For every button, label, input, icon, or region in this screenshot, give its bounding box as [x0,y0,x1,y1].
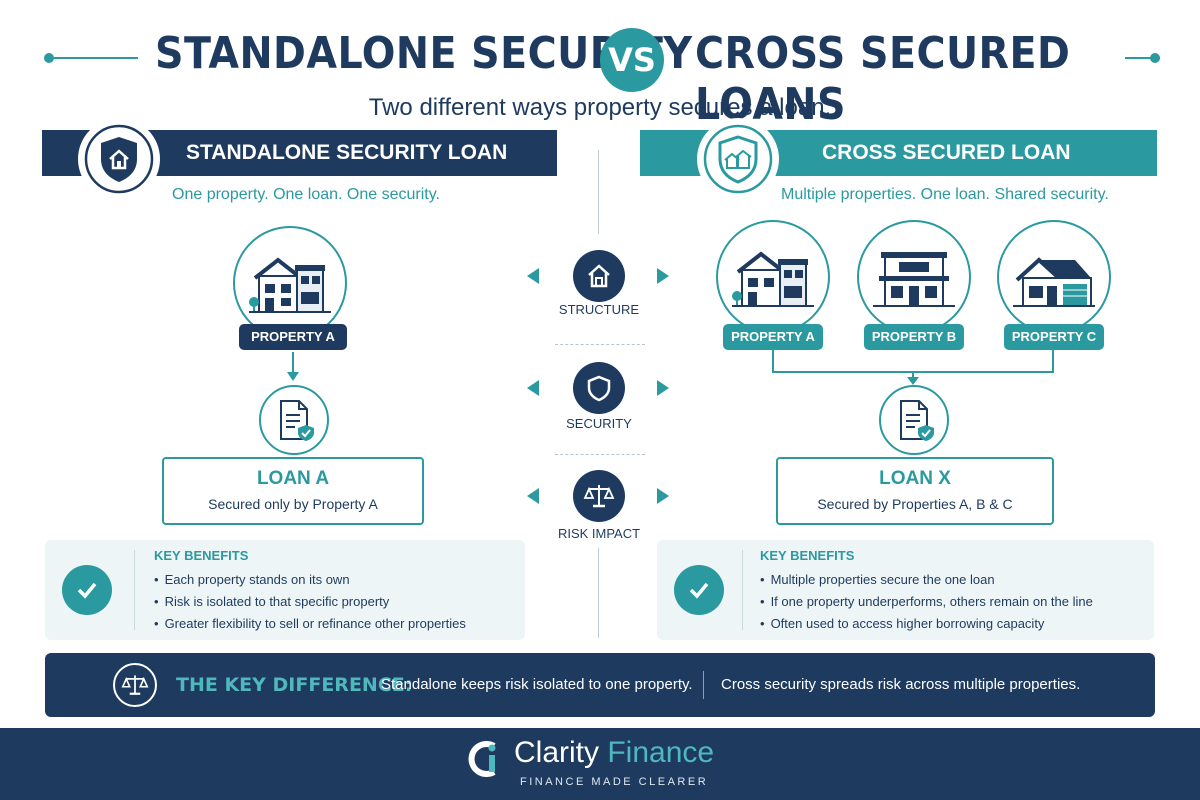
cross-secured-badge [697,118,779,200]
cross-secured-tagline: Multiple properties. One loan. Shared se… [781,186,1109,203]
cross-secured-benefits-title: KEY BENEFITS [760,548,855,563]
property-b-label: PROPERTY B [864,324,964,350]
list-item: Each property stands on its own [154,569,466,591]
loan-document-circle-right [879,385,949,455]
benefits-divider-right [742,550,743,630]
townhouse-icon [873,252,955,307]
key-difference-title: THE KEY DIFFERENCE: [176,674,413,696]
security-icon-circle [573,362,625,414]
document-shield-icon [900,400,934,441]
document-shield-icon [280,400,314,441]
standalone-benefits-panel: KEY BENEFITS Each property stands on its… [45,540,525,640]
title-right: CROSS SECURED LOANS [695,28,1071,130]
standalone-badge [78,118,160,200]
brand-name: Clarity Finance [514,736,714,770]
list-item: Multiple properties secure the one loan [760,569,1093,591]
structure-label: STRUCTURE [558,302,640,317]
house-icon [588,264,610,288]
cross-secured-benefits-list: Multiple properties secure the one loan … [760,569,1093,635]
benefits-divider-left [134,550,135,630]
standalone-tagline: One property. One loan. One security. [172,186,440,203]
shield-houses-icon [703,124,773,194]
middle-dash-2 [555,454,645,455]
title-rule-dot-right [1150,53,1160,63]
arrow-left-risk [527,488,539,504]
scales-icon [113,663,157,707]
standalone-heading: STANDALONE SECURITY LOAN [186,141,508,164]
house-icon [249,257,331,313]
list-item: Often used to access higher borrowing ca… [760,613,1093,635]
arrow-right-security [657,380,669,396]
risk-impact-label: RISK IMPACT [557,526,641,541]
key-difference-bar: THE KEY DIFFERENCE: Standalone keeps ris… [45,653,1155,717]
middle-divider-top [598,150,599,234]
brand-name-second: Finance [607,736,715,769]
house-icon [732,251,814,307]
check-icon-right [674,565,724,615]
shield-house-icon [84,124,154,194]
loan-x-title: LOAN X [879,468,951,489]
loan-a-box: LOAN A Secured only by Property A [162,457,424,525]
list-item: Greater flexibility to sell or refinance… [154,613,466,635]
title-rule-right [1125,57,1160,59]
loan-a-title: LOAN A [256,468,330,489]
vs-badge: VS [600,28,664,92]
risk-icon-circle [573,470,625,522]
arrow-right-risk [657,488,669,504]
footer: Clarity Finance FINANCE MADE CLEARER [0,728,1200,800]
key-difference-standalone: Standalone keeps risk isolated to one pr… [381,676,693,693]
list-item: If one property underperforms, others re… [760,591,1093,613]
arrow-left-security [527,380,539,396]
standalone-benefits-list: Each property stands on its own Risk is … [154,569,466,635]
property-c-circle [997,220,1111,334]
shield-icon [587,375,611,402]
arrow-down-left [287,352,299,381]
key-difference-cross: Cross security spreads risk across multi… [721,676,1081,693]
key-difference-separator [703,671,704,699]
brand-name-first: Clarity [514,736,600,769]
title-rule-left [48,57,138,59]
scales-icon [583,485,615,508]
property-c-label: PROPERTY C [1004,324,1104,350]
subtitle: Two different ways property secures a lo… [368,94,832,121]
check-icon-left [62,565,112,615]
bungalow-icon [1013,257,1095,307]
connector-lines [772,350,1054,385]
cross-secured-benefits-panel: KEY BENEFITS Multiple properties secure … [657,540,1154,640]
list-item: Risk is isolated to that specific proper… [154,591,466,613]
property-b-circle [857,220,971,334]
standalone-benefits-title: KEY BENEFITS [154,548,249,563]
property-a-circle-left [233,226,347,340]
structure-icon-circle [573,250,625,302]
brand-tagline: FINANCE MADE CLEARER [520,776,709,788]
title-rule-dot-left [44,53,54,63]
loan-a-subtitle: Secured only by Property A [208,496,378,512]
brand-logo-icon [468,741,496,777]
loan-x-subtitle: Secured by Properties A, B & C [817,496,1013,512]
middle-dash-1 [555,344,645,345]
property-a-label-left: PROPERTY A [239,324,347,350]
arrow-right-structure [657,268,669,284]
property-a-circle-right [716,220,830,334]
property-a-label-right: PROPERTY A [723,324,823,350]
arrow-left-structure [527,268,539,284]
loan-document-circle-left [259,385,329,455]
security-label: SECURITY [566,416,632,431]
cross-secured-heading: CROSS SECURED LOAN [822,141,1071,164]
middle-divider-bottom [598,548,599,638]
loan-x-box: LOAN X Secured by Properties A, B & C [776,457,1054,525]
